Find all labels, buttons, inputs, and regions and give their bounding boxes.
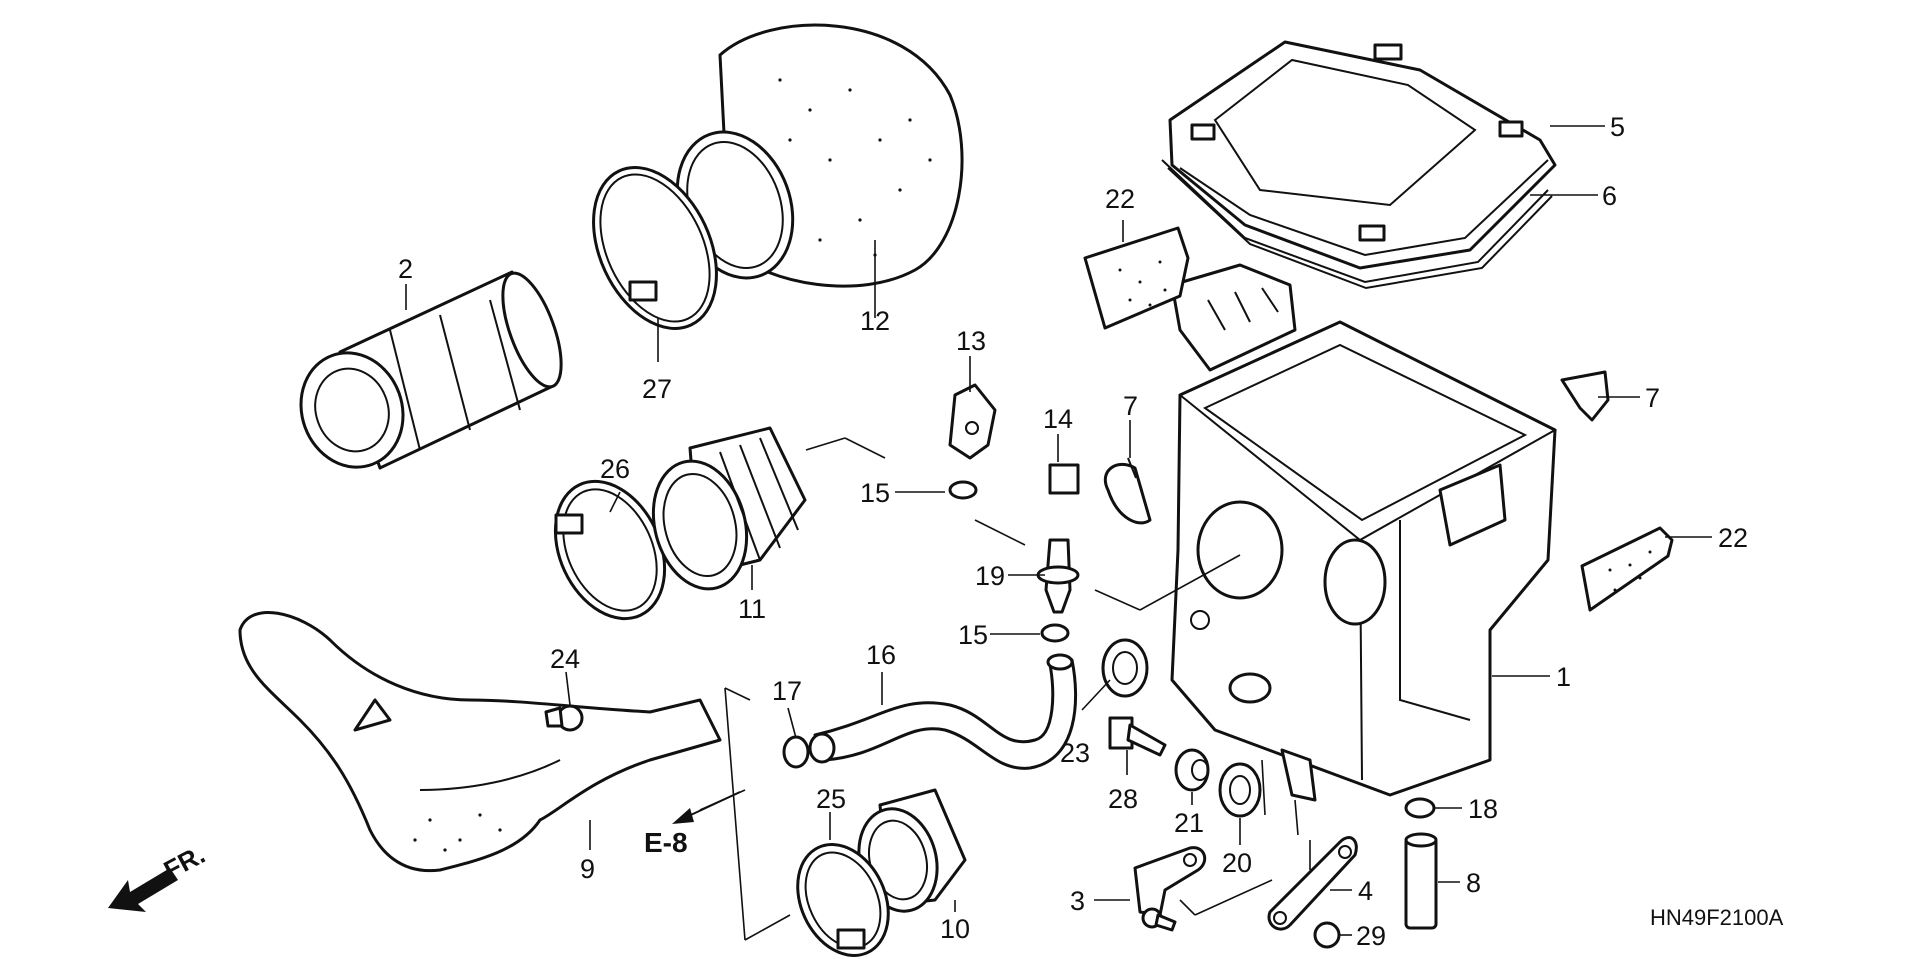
part-24-bolt [544,704,584,732]
part-18-clip [1404,797,1436,819]
part-25-clamp [796,843,890,957]
part-23-grommet [1101,638,1149,698]
callout-14: 14 [1043,404,1073,434]
callout-27: 27 [642,374,672,404]
callout-3: 3 [1070,886,1085,916]
callout-15-upper: 15 [860,478,890,508]
callout-22-upper: 22 [1105,184,1135,214]
callout-24: 24 [550,644,580,674]
part-7-clip-right [1560,370,1610,422]
callout-11: 11 [738,594,766,624]
callout-12: 12 [860,306,890,336]
callout-19: 19 [975,561,1005,591]
part-11-tube-joint [651,426,807,591]
reference-label-e8: E-8 [644,827,688,858]
callout-2: 2 [398,254,413,284]
callout-25: 25 [816,784,846,814]
part-7-clip-left [1103,457,1152,525]
front-direction-arrow-icon [108,868,178,912]
callout-6: 6 [1602,181,1617,211]
part-15-clip-b [1040,623,1070,643]
part-8-drain-plug [1404,832,1438,930]
part-27-band-clamp [592,166,718,330]
part-22-pad-right [1580,526,1674,612]
callout-21: 21 [1174,808,1204,838]
callout-5: 5 [1610,112,1625,142]
callout-17: 17 [772,676,802,706]
callout-22-right: 22 [1718,523,1748,553]
part-6-gasket [1161,159,1553,290]
callout-7-left: 7 [1123,391,1138,421]
callout-labels: 1 2 3 4 5 6 7 7 8 9 10 11 12 13 14 15 15… [398,112,1748,951]
part-12-outer-element [675,23,964,288]
callout-18: 18 [1468,794,1498,824]
callout-13: 13 [956,326,986,356]
part-1-case [1170,263,1558,802]
callout-8: 8 [1466,868,1481,898]
part-21-nut [1174,748,1210,792]
leader-lines [405,125,1712,941]
callout-16: 16 [866,640,896,670]
callout-26: 26 [600,454,630,484]
part-14-block [1048,463,1080,495]
callout-15-lower: 15 [958,620,988,650]
part-20-grommet [1218,762,1262,818]
part-13-bracket [948,383,997,460]
callout-23: 23 [1060,738,1090,768]
callout-7-right: 7 [1645,383,1660,413]
part-26-clamp [553,479,667,621]
reference-arrow [672,791,741,824]
part-3-bracket [1133,846,1207,932]
callout-20: 20 [1222,848,1252,878]
part-29-nut [1313,921,1341,949]
part-15-clip-a [948,480,978,500]
part-5-case-cover [1168,40,1557,270]
callout-9: 9 [580,854,595,884]
part-22-pad-upper [1083,226,1190,330]
part-17-clip [782,735,810,769]
part-28-bolt [1108,716,1167,757]
callout-29: 29 [1356,921,1386,951]
part-16-breather-tube [808,653,1077,770]
callout-28: 28 [1108,784,1138,814]
callout-1: 1 [1556,662,1571,692]
part-19-breather-joint [1036,538,1080,614]
diagram-code: HN49F2100A [1650,905,1784,930]
part-2-inner-element [299,270,563,470]
part-4-stay [1267,836,1358,931]
callout-4: 4 [1358,876,1373,906]
callout-10: 10 [940,914,970,944]
part-9-intake-duct [238,610,722,873]
